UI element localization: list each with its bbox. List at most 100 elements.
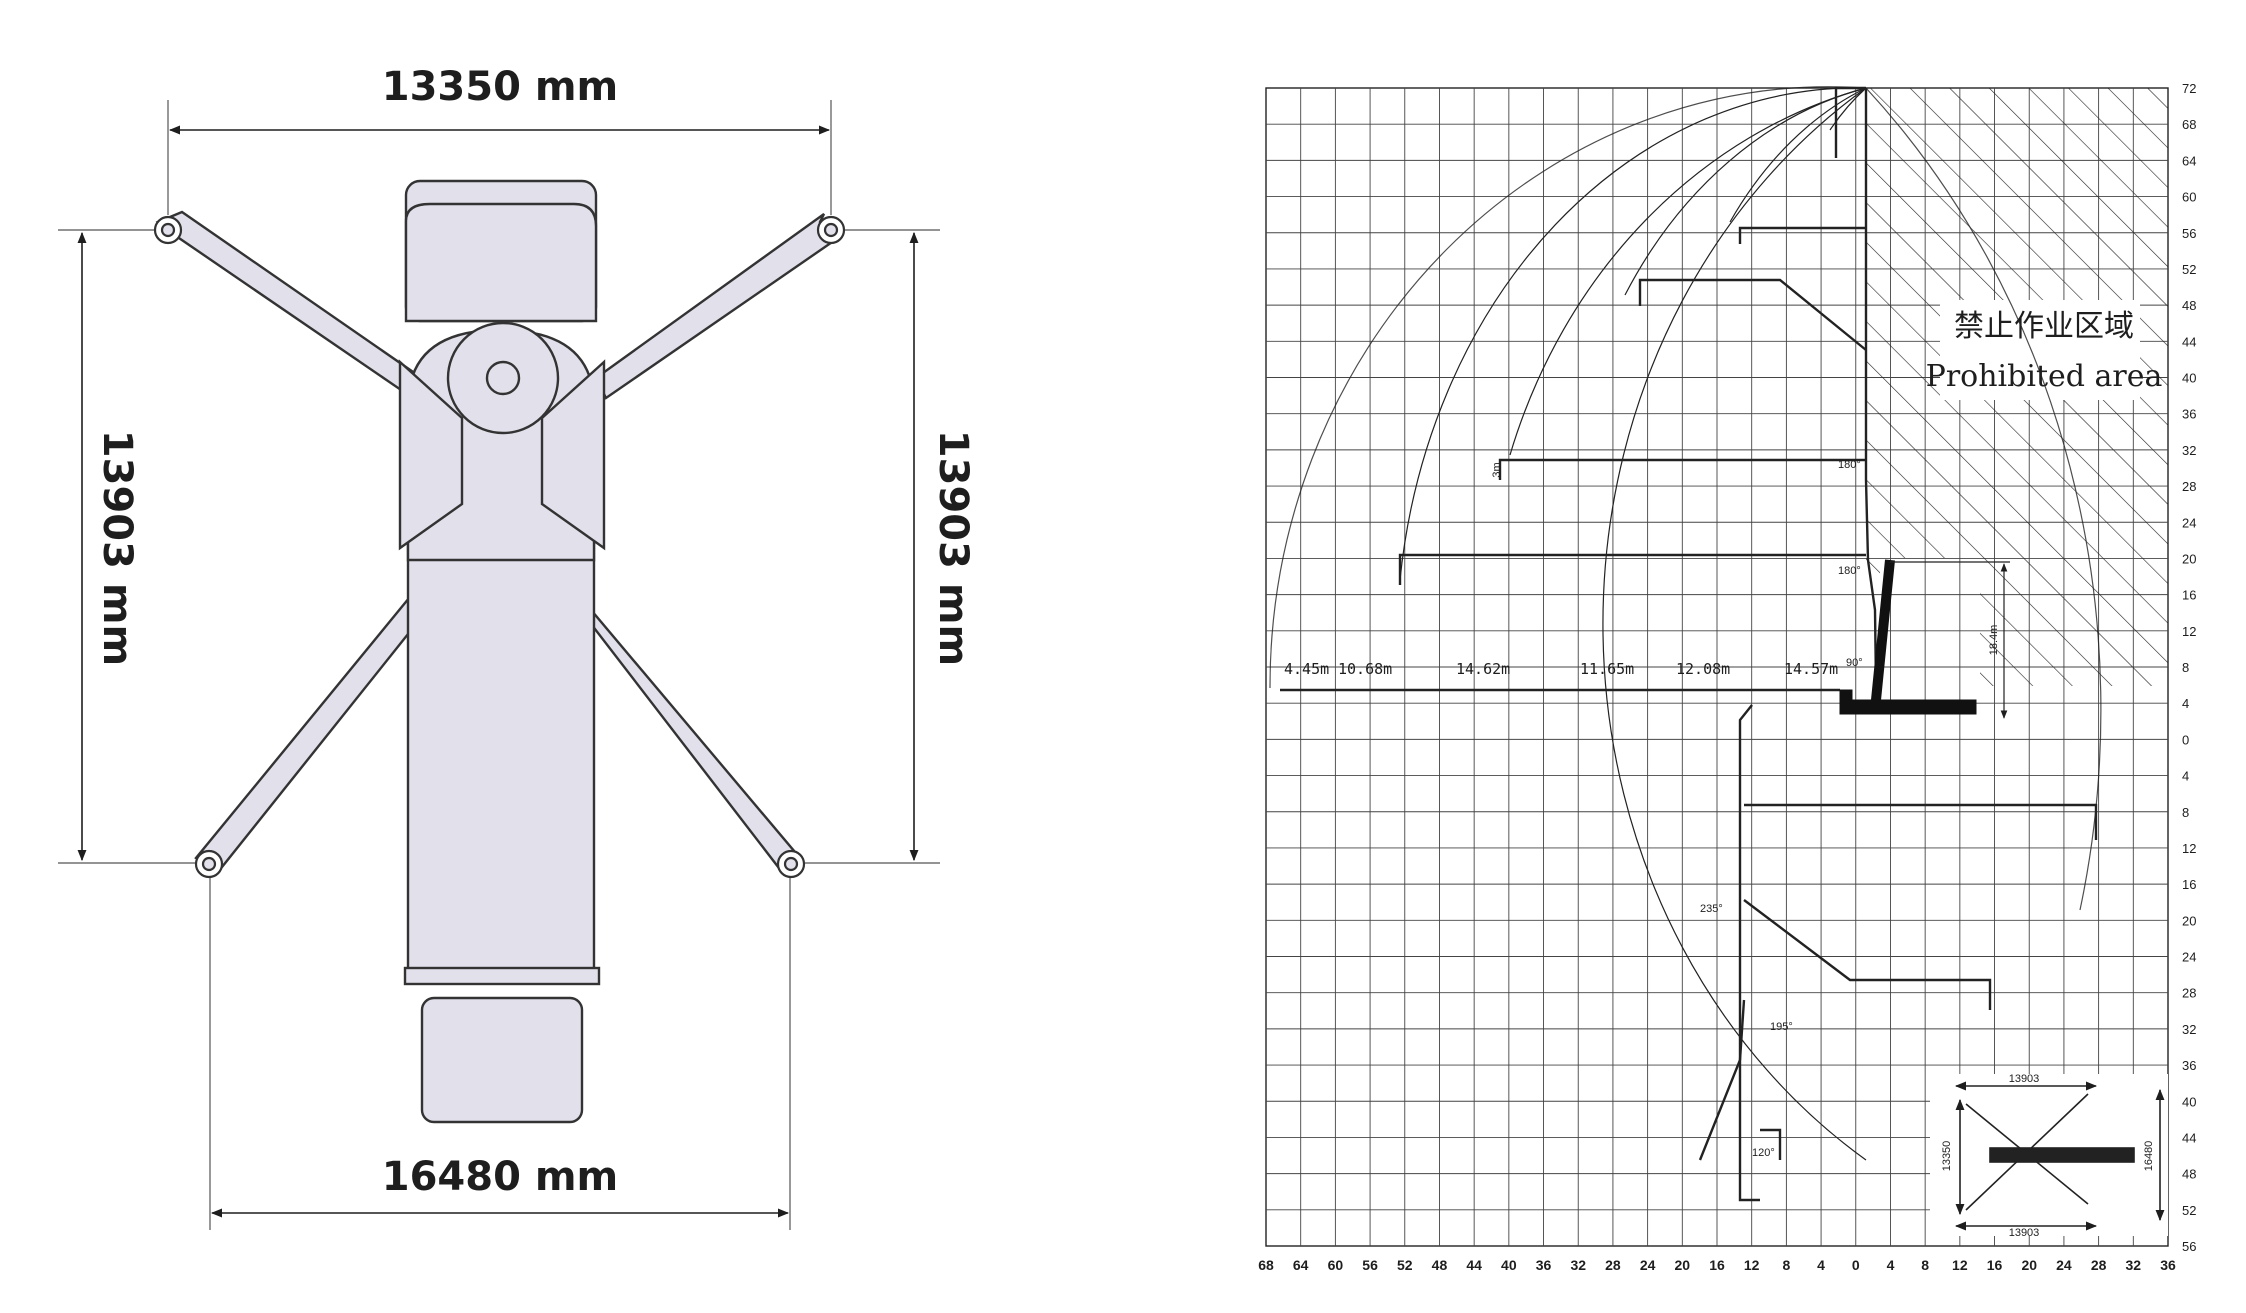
y-tick-label: 12 [2182, 624, 2196, 639]
x-tick-label: 16 [1709, 1257, 1725, 1273]
y-tick-label: 4 [2182, 769, 2189, 784]
y-tick-label: 8 [2182, 660, 2189, 675]
x-tick-label: 20 [1675, 1257, 1691, 1273]
y-tick-label: 48 [2182, 1167, 2196, 1182]
x-tick-label: 48 [1432, 1257, 1448, 1273]
x-tick-label: 56 [1362, 1257, 1378, 1273]
y-tick-label: 52 [2182, 262, 2196, 277]
y-tick-label: 28 [2182, 479, 2196, 494]
x-tick-label: 4 [1887, 1257, 1895, 1273]
x-tick-label: 28 [2091, 1257, 2107, 1273]
x-tick-label: 28 [1605, 1257, 1621, 1273]
x-tick-label: 20 [2021, 1257, 2037, 1273]
x-tick-label: 8 [1921, 1257, 1929, 1273]
y-tick-label: 20 [2182, 551, 2196, 566]
y-tick-label: 72 [2182, 81, 2196, 96]
section-length: 14.62m [1456, 660, 1510, 678]
angle-label: 90° [1846, 657, 1863, 669]
section-length: 14.57m [1784, 660, 1838, 678]
angle-label: 235° [1700, 903, 1723, 915]
angle-label: 195° [1770, 1021, 1793, 1033]
inset-dim-right: 16480 [2143, 1141, 2155, 1172]
y-tick-label: 28 [2182, 986, 2196, 1001]
dim-right-label: 13903 mm [930, 430, 976, 666]
x-tick-label: 32 [2126, 1257, 2142, 1273]
x-tick-label: 68 [1258, 1257, 1274, 1273]
truck-side-view [1839, 559, 1977, 715]
y-tick-label: 44 [2182, 1130, 2196, 1145]
truck-body [398, 179, 606, 1124]
y-tick-label: 24 [2182, 950, 2196, 965]
dim-left-label: 13903 mm [94, 430, 140, 666]
section-length: 10.68m [1338, 660, 1392, 678]
y-tick-label: 36 [2182, 1058, 2196, 1073]
small-height-label: 3m [1491, 462, 1503, 477]
x-tick-label: 44 [1466, 1257, 1482, 1273]
angle-label: 180° [1838, 565, 1861, 577]
y-tick-label: 44 [2182, 334, 2196, 349]
boom-poses [1280, 86, 2098, 1202]
x-tick-label: 12 [1744, 1257, 1760, 1273]
x-tick-label: 24 [2056, 1257, 2072, 1273]
x-tick-label: 60 [1328, 1257, 1344, 1273]
x-tick-label: 8 [1782, 1257, 1790, 1273]
dim-top-label: 13350 mm [382, 64, 618, 110]
inset-dim-top: 13903 [2009, 1073, 2040, 1085]
x-tick-label: 4 [1817, 1257, 1825, 1273]
section-length: 12.08m [1676, 660, 1730, 678]
y-tick-label: 20 [2182, 913, 2196, 928]
section-lengths: 4.45m 10.68m 14.62m 11.65m 12.08m 14.57m [1284, 660, 1838, 678]
dimension-lines [77, 125, 919, 1218]
angle-labels: 180° 180° 90° 235° 195° 120° [1700, 459, 1863, 1159]
y-tick-label: 68 [2182, 117, 2196, 132]
y-tick-label: 16 [2182, 588, 2196, 603]
y-tick-label: 24 [2182, 515, 2196, 530]
outrigger-legs [155, 210, 840, 874]
x-tick-label: 16 [1987, 1257, 2003, 1273]
height-label: 18.4m [1988, 625, 2000, 656]
y-tick-label: 48 [2182, 298, 2196, 313]
prohibited-area-label-cn: 禁止作业区域 [1954, 309, 2134, 344]
x-tick-label: 40 [1501, 1257, 1517, 1273]
y-tick-label: 0 [2182, 732, 2189, 747]
extension-lines [58, 100, 940, 1230]
y-tick-label: 32 [2182, 443, 2196, 458]
angle-label: 180° [1838, 459, 1861, 471]
prohibited-label-bg [1940, 300, 2140, 400]
y-tick-label: 12 [2182, 841, 2196, 856]
x-tick-label: 64 [1293, 1257, 1309, 1273]
x-tick-label: 24 [1640, 1257, 1656, 1273]
y-tick-label: 8 [2182, 805, 2189, 820]
range-arcs [1269, 86, 2102, 1161]
x-tick-label: 32 [1570, 1257, 1586, 1273]
x-tick-label: 36 [1536, 1257, 1552, 1273]
x-tick-label: 36 [2160, 1257, 2176, 1273]
dim-bottom-label: 16480 mm [382, 1154, 618, 1200]
y-tick-label: 4 [2182, 696, 2189, 711]
y-tick-label: 56 [2182, 226, 2196, 241]
x-tick-label: 0 [1852, 1257, 1860, 1273]
angle-label: 120° [1752, 1147, 1775, 1159]
section-length: 11.65m [1580, 660, 1634, 678]
y-axis-ticks: 7268646056524844403632282420161284048121… [2182, 81, 2196, 1254]
prohibited-area-label-en: Prohibited area [1926, 359, 2163, 394]
inset-dim-bottom: 13903 [2009, 1227, 2040, 1239]
y-tick-label: 52 [2182, 1203, 2196, 1218]
y-tick-label: 40 [2182, 371, 2196, 386]
x-tick-label: 52 [1397, 1257, 1413, 1273]
y-tick-label: 36 [2182, 407, 2196, 422]
height-dimension [1890, 561, 2010, 719]
y-tick-label: 60 [2182, 190, 2196, 205]
inset-outline: 13903 13903 13350 16480 [1930, 1073, 2168, 1239]
x-tick-label: 12 [1952, 1257, 1968, 1273]
outline-top-view: 13350 mm 16480 mm 13903 mm 13903 mm [58, 64, 976, 1230]
y-tick-label: 64 [2182, 153, 2196, 168]
inset-dim-left: 13350 [1941, 1141, 1953, 1172]
y-tick-label: 56 [2182, 1239, 2196, 1254]
y-tick-label: 16 [2182, 877, 2196, 892]
y-tick-label: 32 [2182, 1022, 2196, 1037]
section-length: 4.45m [1284, 660, 1329, 678]
